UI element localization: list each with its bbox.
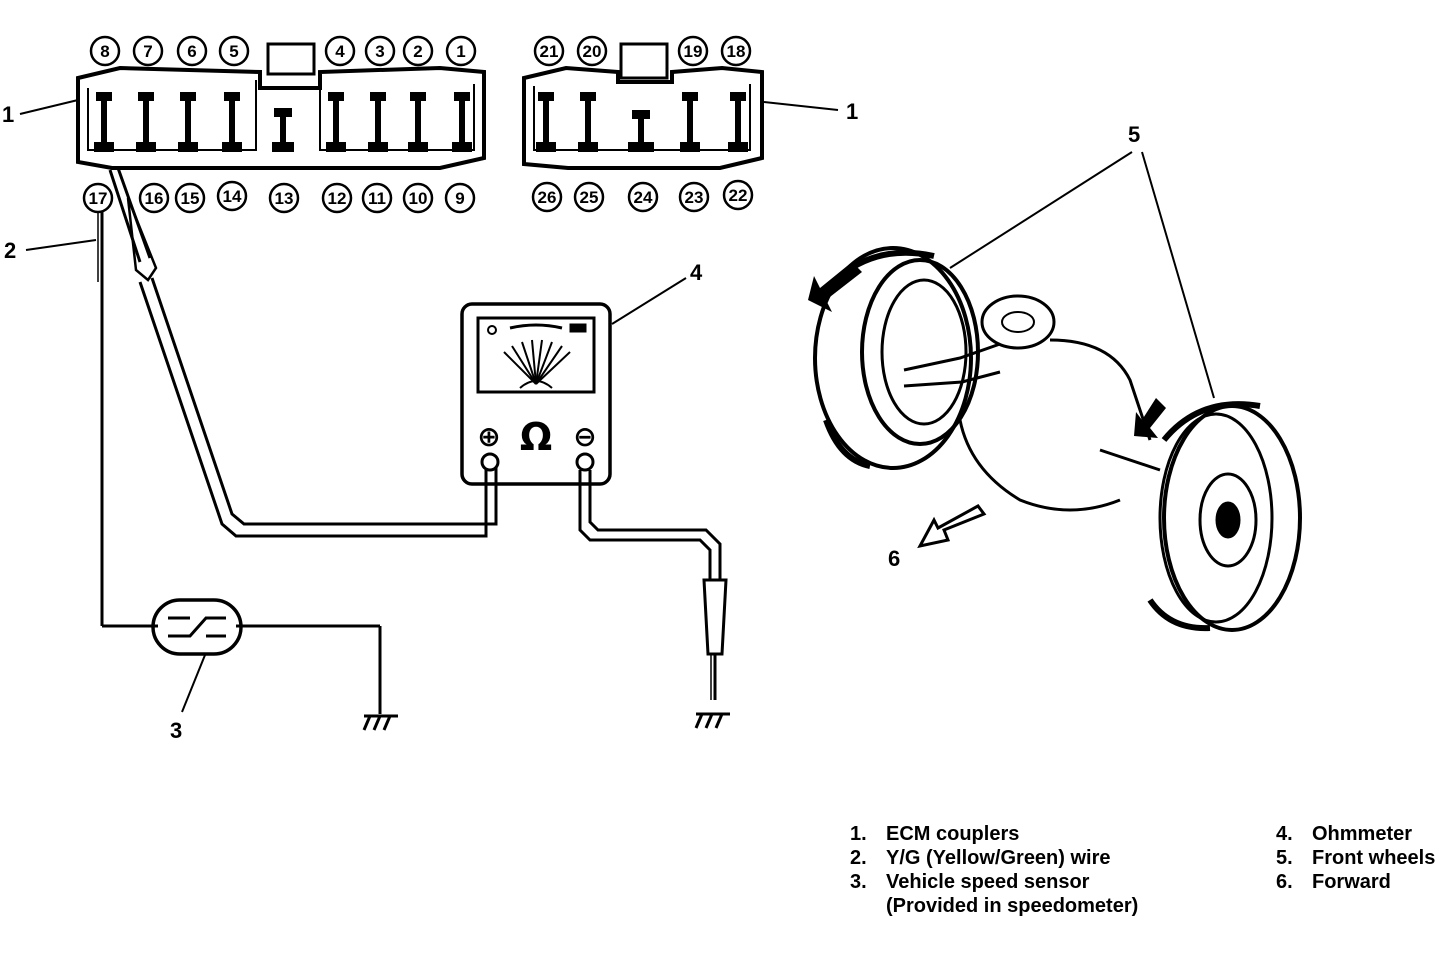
forward-arrow-icon [917,504,987,549]
pin-label: 26 [538,188,557,207]
left-bottom-pin-labels: 17 16 15 14 13 12 11 10 9 [82,180,476,214]
callout-1-left: 1 [2,102,14,127]
pin-label: 4 [335,42,345,61]
vehicle-speed-sensor [151,598,243,656]
leader-line [763,101,839,111]
legend-number: 1. [850,823,867,845]
legend-item: 1. ECM couplers [850,822,1138,846]
pin-label: 7 [143,42,152,61]
legend-text: Vehicle speed sensor [886,871,1090,893]
pin-label: 2 [413,42,422,61]
pin-label: 14 [223,187,242,206]
leader-line [611,277,687,325]
pin-label: 12 [328,189,347,208]
legend-number: 5. [1276,847,1293,869]
pin-label: 21 [540,42,559,61]
legend-number: 4. [1276,823,1293,845]
leader-line [1141,151,1215,399]
pin-label: 13 [275,189,294,208]
rotation-arrow-icon [1134,398,1166,438]
callout-2: 2 [4,238,16,263]
positive-probe [108,167,498,538]
legend-text: Front wheels [1312,847,1436,869]
pin-label: 9 [455,189,464,208]
right-bottom-pin-labels: 26 25 24 23 22 [531,179,754,213]
front-axle [903,294,1161,512]
left-top-pin-labels: 8 7 6 5 4 3 2 1 [89,35,477,67]
pin-label: 17 [89,189,108,208]
legend-text: Y/G (Yellow/Green) wire [886,847,1111,869]
negative-probe [578,470,728,700]
ecm-coupler-left-terminals [94,92,472,152]
pin-label: 11 [368,189,386,208]
callout-5: 5 [1128,122,1140,147]
negative-terminal-icon: ⊖ [573,420,596,453]
legend-number: 6. [1276,871,1293,893]
pin-label: 19 [684,42,703,61]
legend-text: ECM couplers [886,823,1020,845]
legend-right: 4. Ohmmeter 5. Front wheels 6. Forward [1276,822,1435,894]
legend-item: 6. Forward [1276,870,1435,894]
rotation-arrow-icon [808,262,862,312]
legend-number: 2. [850,847,867,869]
callout-3: 3 [170,718,182,743]
pin-label: 16 [145,189,164,208]
pin-label: 8 [100,42,109,61]
positive-terminal-icon: ⊕ [477,420,500,453]
callout-1-right: 1 [846,99,858,124]
callout-6: 6 [888,546,900,571]
legend-item: 2. Y/G (Yellow/Green) wire [850,846,1138,870]
legend-text: Ohmmeter [1312,823,1413,845]
legend-left: 1. ECM couplers 2. Y/G (Yellow/Green) wire… [850,822,1138,918]
legend-text: Forward [1312,871,1391,893]
pin-label: 23 [685,188,704,207]
pin-label: 24 [634,188,653,207]
front-wheel-right [1147,401,1302,632]
pin-label: 1 [456,42,465,61]
pin-label: 25 [580,188,599,207]
ecm-coupler-left [76,42,486,170]
legend-item: 3. Vehicle speed sensor [850,870,1138,894]
ohmmeter [460,302,612,486]
pin-label: 6 [187,42,196,61]
pin-label: 10 [409,189,428,208]
pin-label: 3 [375,42,384,61]
pin-label: 22 [729,186,748,205]
ohm-symbol: Ω [520,415,552,459]
ground-symbol [694,712,730,729]
legend-text: (Provided in speedometer) [886,895,1139,917]
leader-line [25,239,97,251]
legend-item: 4. Ohmmeter [1276,822,1435,846]
ecm-coupler-right-terminals [536,92,748,152]
callout-4: 4 [690,260,703,285]
legend-item: 5. Front wheels [1276,846,1435,870]
legend-item-continuation: (Provided in speedometer) [850,894,1138,918]
pin-label: 15 [181,189,200,208]
pin-label: 5 [229,42,238,61]
pin-label: 20 [583,42,602,61]
ground-symbol [362,714,398,731]
leader-line [949,151,1133,269]
pin-label: 18 [727,42,746,61]
leader-line [181,654,206,713]
legend-number: 3. [850,871,867,893]
yg-wire [97,212,382,714]
right-top-pin-labels: 21 20 19 18 [533,35,752,67]
leader-line [19,99,79,115]
